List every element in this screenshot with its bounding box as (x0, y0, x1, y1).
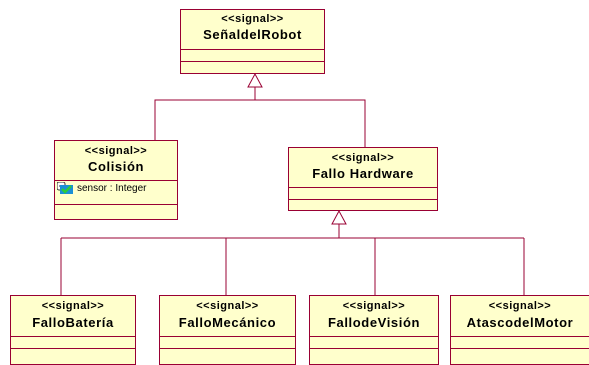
generalization-arrowhead-senal (247, 72, 263, 88)
class-header: <<signal>> Fallo Hardware (289, 148, 437, 188)
attribute-row[interactable]: sensor : Integer (55, 181, 177, 195)
generalization-line-colision (154, 99, 255, 140)
class-header: <<signal>> Colisión (55, 141, 177, 181)
generalization-line-fallo-hardware (255, 99, 366, 147)
class-header: <<signal>> FalloMecánico (160, 296, 295, 337)
stereotype-label: <<signal>> (84, 145, 148, 157)
class-fallo-hardware[interactable]: <<signal>> Fallo Hardware (288, 147, 438, 211)
attributes-compartment (11, 337, 135, 349)
class-fallo-vision[interactable]: <<signal>> FallodeVisión (309, 295, 439, 365)
class-colision[interactable]: <<signal>> Colisión sensor : Integer (54, 140, 178, 220)
class-name: Colisión (87, 159, 145, 174)
attribute-icon (56, 181, 75, 194)
class-name: FallodeVisión (327, 315, 421, 330)
attributes-compartment: sensor : Integer (55, 181, 177, 205)
generalization-arrowhead-fallo-hardware (331, 209, 347, 225)
class-header: <<signal>> AtascodelMotor (451, 296, 589, 337)
class-fallo-mecanico[interactable]: <<signal>> FalloMecánico (159, 295, 296, 365)
attributes-compartment (160, 337, 295, 349)
attributes-compartment (310, 337, 438, 349)
class-header: <<signal>> FallodeVisión (310, 296, 438, 337)
stereotype-label: <<signal>> (488, 300, 552, 312)
class-header: <<signal>> FalloBatería (11, 296, 135, 337)
class-name: AtascodelMotor (466, 315, 574, 330)
class-fallo-bateria[interactable]: <<signal>> FalloBatería (10, 295, 136, 365)
diagram-connectors (60, 72, 525, 295)
class-atasco-del-motor[interactable]: <<signal>> AtascodelMotor (450, 295, 589, 365)
class-name: FalloBatería (32, 315, 114, 330)
stereotype-label: <<signal>> (331, 152, 395, 164)
class-name: SeñaldelRobot (203, 27, 302, 42)
attributes-compartment (451, 337, 589, 349)
stereotype-label: <<signal>> (41, 300, 105, 312)
class-name: Fallo Hardware (312, 166, 414, 181)
attributes-compartment (289, 188, 437, 200)
attribute-text: sensor : Integer (77, 182, 147, 194)
class-header: <<signal>> SeñaldelRobot (181, 10, 324, 50)
stereotype-label: <<signal>> (221, 13, 284, 25)
attributes-compartment (181, 50, 324, 62)
class-name: FalloMecánico (178, 315, 277, 330)
stereotype-label: <<signal>> (342, 300, 406, 312)
class-senal-del-robot[interactable]: <<signal>> SeñaldelRobot (180, 9, 325, 74)
stereotype-label: <<signal>> (196, 300, 259, 312)
